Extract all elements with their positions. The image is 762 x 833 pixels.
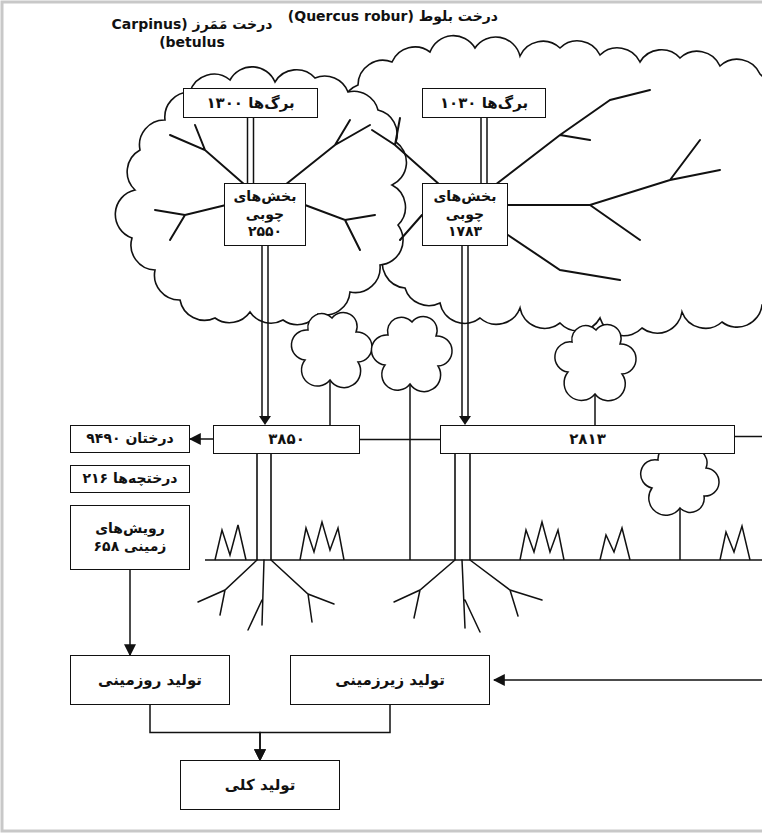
node-text: رویش‌های زمینی ۶۵۸ bbox=[77, 520, 183, 555]
trunk-line bbox=[253, 118, 255, 183]
wood-box: بخش‌های چوبی ۱۷۸۳ bbox=[422, 183, 508, 246]
root bbox=[271, 560, 334, 622]
leaves-box: برگ‌ها ۱۳۰۰ bbox=[183, 88, 318, 118]
branch bbox=[285, 120, 370, 185]
trunks bbox=[257, 448, 470, 560]
connector bbox=[459, 246, 471, 425]
production-box: تولید کلی bbox=[180, 760, 340, 810]
branches bbox=[155, 90, 720, 280]
sum-box: ۳۸۵۰ bbox=[213, 425, 360, 454]
root bbox=[198, 560, 257, 615]
node-text: بخش‌های چوبی ۱۷۸۳ bbox=[429, 188, 501, 241]
arrow-head bbox=[259, 416, 271, 425]
node-text: تولید کلی bbox=[187, 776, 333, 795]
node-text: تولید زیرزمینی bbox=[297, 671, 483, 690]
connector bbox=[481, 118, 487, 183]
total-box: درختان ۹۴۹۰ bbox=[70, 425, 190, 453]
branch bbox=[372, 118, 440, 185]
branch bbox=[508, 140, 720, 240]
node-text: برگ‌ها ۱۰۳۰ bbox=[429, 94, 539, 113]
understory bbox=[215, 312, 750, 560]
total-box: درختچه‌ها ۲۱۶ bbox=[70, 465, 190, 493]
shrub bbox=[720, 526, 750, 560]
node-text: درختان ۹۴۹۰ bbox=[77, 430, 183, 448]
trunk-line bbox=[261, 246, 263, 416]
connector-line bbox=[360, 439, 440, 441]
root bbox=[394, 560, 455, 618]
ground-line bbox=[205, 559, 762, 561]
species-label: درخت بلوط (Quercus robur) bbox=[286, 8, 500, 26]
branch bbox=[170, 125, 245, 185]
wood-box: بخش‌های چوبی ۲۵۵۰ bbox=[224, 183, 306, 246]
small-tree bbox=[641, 445, 719, 515]
stem bbox=[409, 380, 411, 560]
connector-line bbox=[129, 570, 131, 655]
shrub bbox=[600, 528, 630, 560]
connector bbox=[190, 439, 213, 440]
connector-line bbox=[190, 438, 213, 440]
hornbeam-crown bbox=[115, 67, 406, 325]
roots bbox=[198, 560, 542, 632]
stem bbox=[594, 392, 596, 425]
root bbox=[462, 560, 480, 632]
small-tree bbox=[371, 316, 452, 391]
shrub bbox=[520, 522, 564, 560]
stem bbox=[329, 378, 331, 425]
hornbeam-trunk bbox=[257, 448, 271, 560]
trunk-line bbox=[247, 118, 249, 183]
node-text: برگ‌ها ۱۳۰۰ bbox=[190, 94, 311, 113]
trunk-line bbox=[461, 246, 463, 416]
node-text: درختچه‌ها ۲۱۶ bbox=[77, 470, 183, 488]
feed-line bbox=[735, 436, 762, 438]
trunk-line bbox=[480, 118, 482, 183]
connector bbox=[260, 705, 390, 760]
species-label: درخت مَمَرز (Carpinus betulus) bbox=[105, 16, 279, 51]
connector bbox=[150, 705, 260, 760]
node-text: ۳۸۵۰ bbox=[220, 430, 353, 449]
sum-box: ۲۸۱۳ bbox=[440, 425, 735, 454]
node-text: تولید روزمینی bbox=[77, 671, 223, 690]
connector bbox=[248, 118, 254, 183]
trunk-line bbox=[267, 246, 269, 416]
connector bbox=[130, 570, 131, 655]
shrub bbox=[215, 525, 246, 560]
production-box: تولید زیرزمینی bbox=[290, 655, 490, 705]
connector bbox=[259, 246, 271, 425]
node-text: بخش‌های چوبی ۲۵۵۰ bbox=[231, 188, 299, 241]
root bbox=[470, 560, 542, 616]
node-text: ۲۸۱۳ bbox=[447, 430, 728, 449]
small-tree bbox=[555, 324, 636, 400]
total-box: رویش‌های زمینی ۶۵۸ bbox=[70, 505, 190, 570]
connector-line bbox=[150, 705, 260, 760]
oak-trunk bbox=[455, 448, 470, 560]
small-tree bbox=[291, 312, 372, 387]
arrow-head bbox=[459, 416, 471, 425]
connector bbox=[360, 439, 440, 440]
stem bbox=[679, 505, 681, 560]
branch bbox=[155, 205, 226, 240]
shrub bbox=[300, 522, 344, 560]
trunk-line bbox=[467, 246, 469, 416]
branch bbox=[305, 205, 375, 250]
feed-arrow bbox=[494, 679, 762, 681]
leaves-box: برگ‌ها ۱۰۳۰ bbox=[422, 88, 546, 118]
oak-crown bbox=[342, 36, 762, 336]
root bbox=[248, 560, 264, 630]
connector-line bbox=[260, 705, 390, 760]
production-box: تولید روزمینی bbox=[70, 655, 230, 705]
trunk-line bbox=[486, 118, 488, 183]
